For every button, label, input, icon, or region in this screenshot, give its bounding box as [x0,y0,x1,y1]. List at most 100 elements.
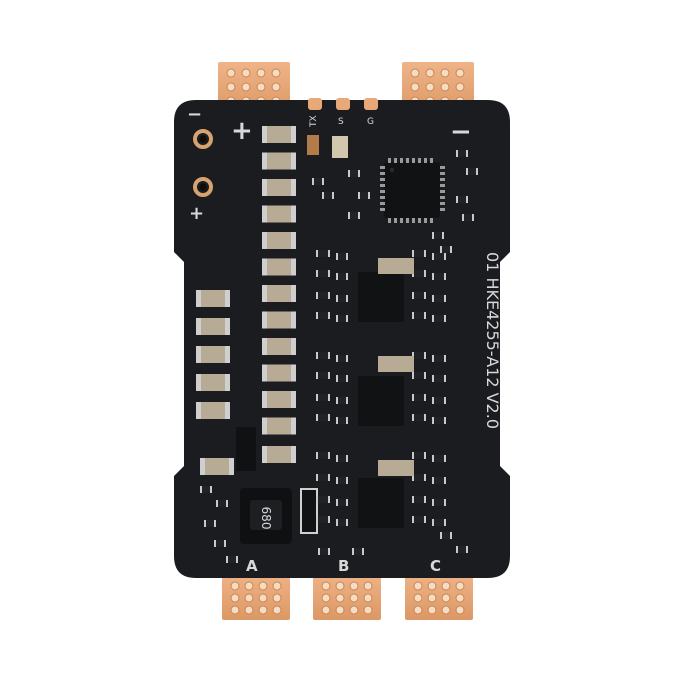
smd-component [440,246,452,253]
pad-hole [244,605,254,615]
mounting-holes [193,129,213,197]
pad-hole [441,581,451,591]
ceramic-capacitor [262,258,296,276]
smd-component [412,312,426,319]
microcontroller-chip [380,158,445,223]
pad-hole [349,593,359,603]
smd-component [336,519,348,526]
chip-pin [418,158,421,163]
chip-pin [400,158,403,163]
smd-component [318,548,330,555]
chip-pin [380,172,385,175]
ceramic-capacitor [196,402,230,419]
smd-component [336,455,348,462]
signal-pads [308,98,378,110]
pad-hole [226,82,236,92]
pad-hole [425,68,435,78]
smd-component [456,546,468,553]
power-minus-label: − [450,117,472,147]
chip-pin [412,158,415,163]
chip-pin [440,172,445,175]
smd-component [316,394,330,401]
smd-component [456,196,468,203]
smd-component [440,532,452,539]
signal-g-label: G [367,117,374,127]
chip-pin [400,218,403,223]
chip-pin [394,158,397,163]
chip-pin [418,218,421,223]
smd-component [312,178,324,185]
smd-component [316,312,330,319]
pad-hole [244,593,254,603]
inductor [240,488,292,544]
pad-hole [321,593,331,603]
ceramic-capacitor [196,374,230,391]
smd-component [412,452,426,459]
corner-plus-label: + [189,203,204,224]
pad-hole [335,593,345,603]
ceramic-capacitor [196,318,230,335]
smd-component [466,168,478,175]
pad-hole [258,605,268,615]
smd-component [336,499,348,506]
smd-component [214,540,226,547]
smd-component [412,414,426,421]
power-plus-label: + [231,116,253,146]
driver-chips [236,427,318,534]
smd-component [316,372,330,379]
pad-hole [271,82,281,92]
smd-component [432,455,446,462]
pad-hole [230,593,240,603]
smd-component [432,477,446,484]
pad-hole [363,581,373,591]
capacitor-array [196,126,296,475]
smd-component [204,520,216,527]
chip-pin [380,190,385,193]
ceramic-capacitor [262,391,296,408]
smd-component [316,516,330,523]
smd-component [432,355,446,362]
phase-pad-c [405,572,473,620]
pad-hole [226,68,236,78]
pad-hole [230,605,240,615]
chip-pin [394,218,397,223]
smd-component [316,270,330,277]
smd-component [316,474,330,481]
phase-pad-a [222,572,290,620]
signal-s-label: S [338,117,344,127]
smd-component [316,352,330,359]
ceramic-capacitor [262,446,296,463]
smd-component [412,496,426,503]
smd-component [316,452,330,459]
chip-pin [380,196,385,199]
smd-component [412,352,426,359]
smd-component [216,500,228,507]
smd-component [316,292,330,299]
pad-hole [256,68,266,78]
ceramic-capacitor [196,346,230,363]
pad-hole [455,581,465,591]
pad-hole [349,605,359,615]
smd-component [412,394,426,401]
chip-pin [388,218,391,223]
chip-pin [440,202,445,205]
smd-component [412,250,426,257]
chip-pin [380,208,385,211]
small-passives [200,150,478,563]
pad-hole [256,82,266,92]
smd-component [322,192,334,199]
chip-pin [440,178,445,181]
pad-hole [427,605,437,615]
smd-component [432,315,446,322]
chip-pin [406,158,409,163]
smd-component [412,270,426,277]
phase-b-label: B [338,557,349,575]
ceramic-capacitor [262,232,296,249]
pad-hole [349,581,359,591]
pad-hole [425,82,435,92]
chip-pin [430,158,433,163]
phase-a-label: A [246,557,258,575]
pad-hole [335,581,345,591]
pad-hole [410,68,420,78]
